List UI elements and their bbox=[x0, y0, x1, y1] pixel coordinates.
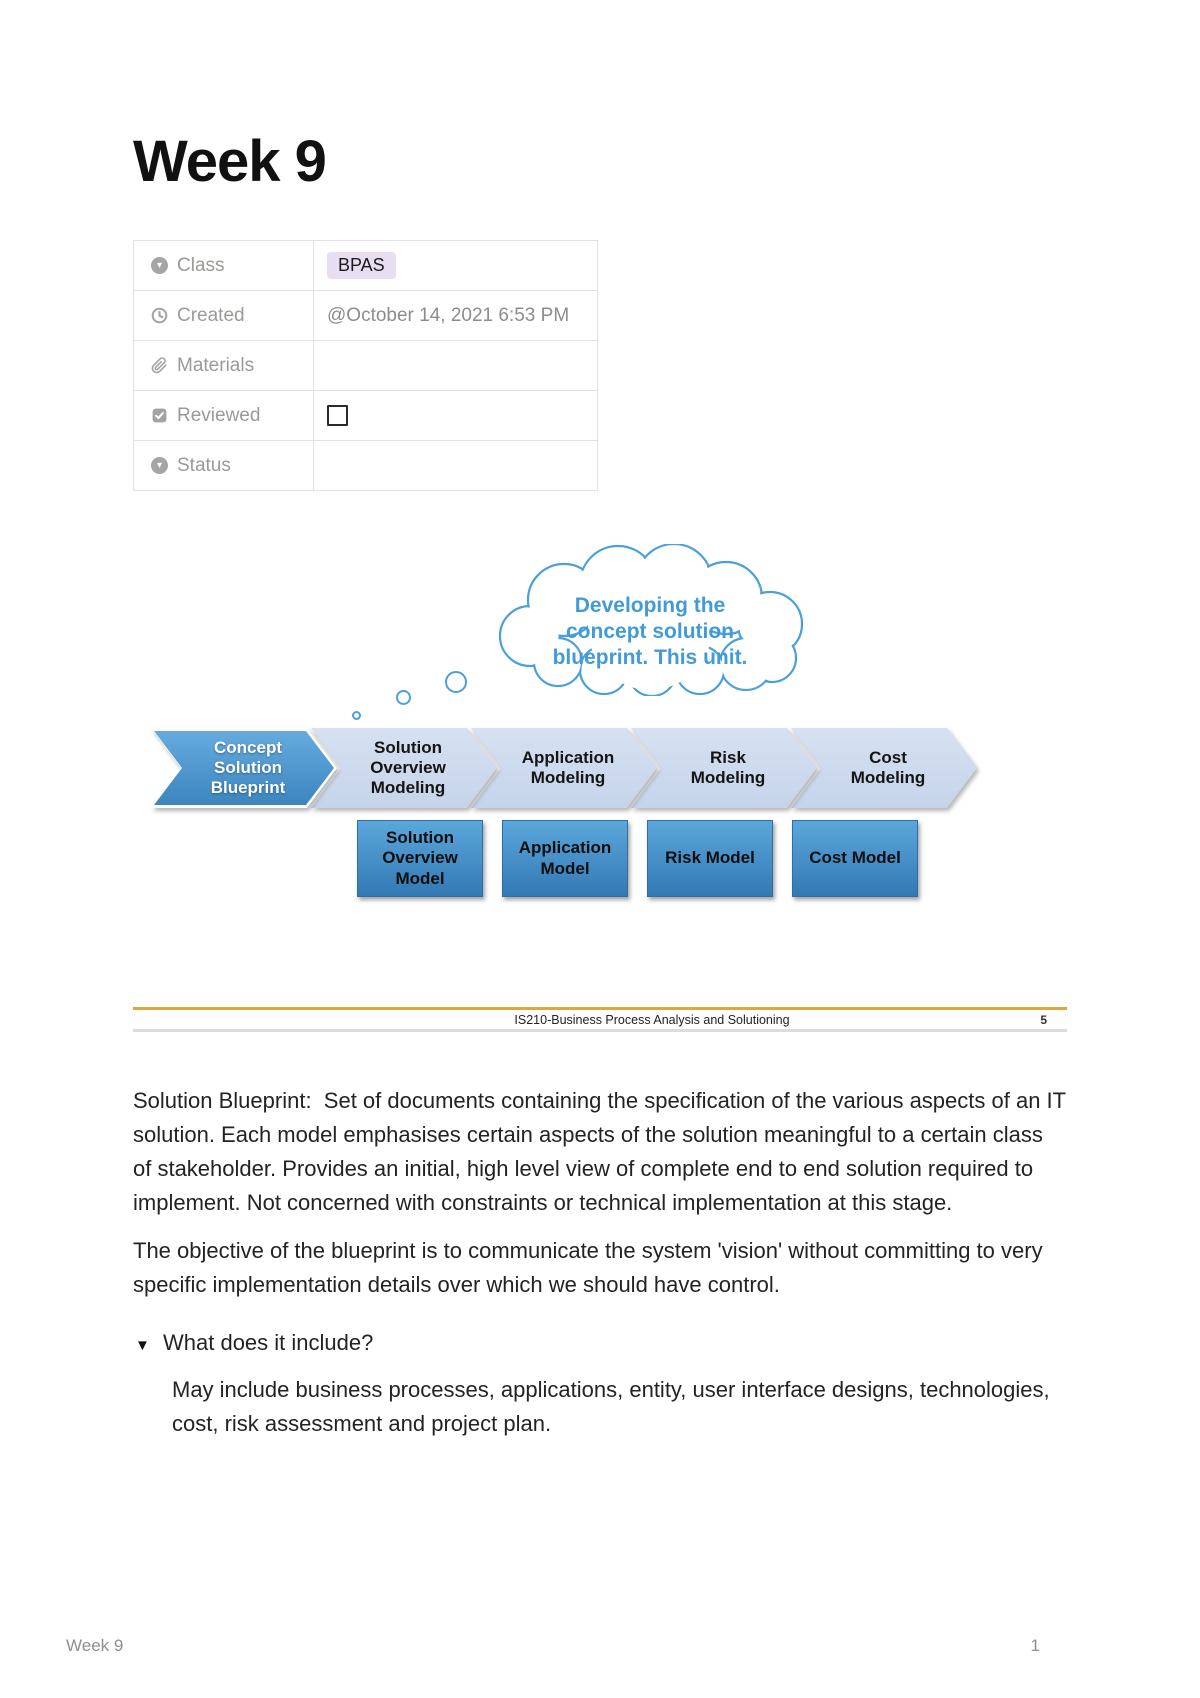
footer-page-number: 1 bbox=[1030, 1636, 1040, 1655]
property-label-created[interactable]: Created bbox=[134, 291, 314, 340]
chevron-label: Solution Overview Modeling bbox=[311, 728, 497, 808]
slide-page-number: 5 bbox=[1040, 1013, 1047, 1027]
slide-image[interactable]: Developing the concept solution blueprin… bbox=[133, 520, 1067, 1032]
chevron-label: Concept Solution Blueprint bbox=[154, 731, 334, 805]
property-label-text: Materials bbox=[177, 354, 255, 376]
property-value-status[interactable] bbox=[314, 441, 597, 490]
thought-trail-circle bbox=[352, 711, 361, 720]
cloud-text-line2: concept solution bbox=[566, 620, 734, 643]
property-value-reviewed bbox=[314, 391, 597, 440]
paragraph-solution-blueprint: Solution Blueprint: Set of documents con… bbox=[133, 1088, 1072, 1215]
property-label-reviewed[interactable]: Reviewed bbox=[134, 391, 314, 440]
chevron-label: Risk Modeling bbox=[631, 728, 817, 808]
reviewed-checkbox[interactable] bbox=[327, 405, 348, 426]
page-body: Solution Blueprint: Set of documents con… bbox=[133, 1084, 1067, 1441]
class-tag[interactable]: BPAS bbox=[327, 252, 396, 279]
property-label-materials[interactable]: Materials bbox=[134, 341, 314, 390]
slide-footer-divider bbox=[133, 1007, 1067, 1010]
toggle-open-icon[interactable]: ▼ bbox=[135, 1337, 150, 1354]
page-footer: Week 9 1 bbox=[66, 1636, 1040, 1656]
paragraph-objective: The objective of the blueprint is to com… bbox=[133, 1238, 1049, 1297]
thought-trail-circle bbox=[445, 671, 467, 693]
chevron-cost-modeling: Cost Modeling bbox=[791, 728, 977, 808]
chevron-risk-modeling: Risk Modeling bbox=[631, 728, 817, 808]
clock-icon bbox=[151, 307, 168, 324]
thought-trail-circle bbox=[396, 690, 411, 705]
model-box-row: Solution Overview Model Application Mode… bbox=[357, 820, 918, 897]
slide-footer-text: IS210-Business Process Analysis and Solu… bbox=[514, 1013, 790, 1027]
select-icon: ▾ bbox=[151, 257, 168, 274]
box-solution-overview-model: Solution Overview Model bbox=[357, 820, 483, 897]
property-label-class[interactable]: ▾ Class bbox=[134, 241, 314, 290]
property-label-text: Class bbox=[177, 254, 225, 276]
process-chevron-row: Concept Solution Blueprint Solution Over… bbox=[151, 728, 951, 808]
property-value-materials[interactable] bbox=[314, 341, 597, 390]
box-cost-model: Cost Model bbox=[792, 820, 918, 897]
property-row-created: Created @October 14, 2021 6:53 PM bbox=[134, 291, 597, 341]
properties-table: ▾ Class BPAS Created @October 14, 2021 6… bbox=[133, 240, 598, 491]
box-risk-model: Risk Model bbox=[647, 820, 773, 897]
property-label-text: Reviewed bbox=[177, 404, 261, 426]
cloud-text-line1: Developing the bbox=[575, 594, 726, 617]
chevron-label: Cost Modeling bbox=[791, 728, 977, 808]
property-label-text: Created bbox=[177, 304, 245, 326]
checkbox-icon bbox=[151, 407, 168, 424]
thought-cloud: Developing the concept solution blueprin… bbox=[498, 544, 804, 696]
paperclip-icon bbox=[151, 357, 168, 374]
chevron-label: Application Modeling bbox=[471, 728, 657, 808]
chevron-application-modeling: Application Modeling bbox=[471, 728, 657, 808]
property-row-reviewed: Reviewed bbox=[134, 391, 597, 441]
select-icon: ▾ bbox=[151, 457, 168, 474]
property-row-status: ▾ Status bbox=[134, 441, 597, 491]
toggle-label[interactable]: What does it include? bbox=[163, 1330, 374, 1355]
toggle-content: May include business processes, applicat… bbox=[172, 1377, 1056, 1436]
toggle-block: ▼ What does it include? bbox=[133, 1326, 1067, 1363]
cloud-text-line3: blueprint. This unit. bbox=[553, 646, 748, 669]
property-row-materials: Materials bbox=[134, 341, 597, 391]
property-value-created[interactable]: @October 14, 2021 6:53 PM bbox=[314, 291, 597, 340]
chevron-concept-solution-blueprint: Concept Solution Blueprint bbox=[151, 728, 337, 808]
property-value-class[interactable]: BPAS bbox=[314, 241, 597, 290]
chevron-solution-overview-modeling: Solution Overview Modeling bbox=[311, 728, 497, 808]
box-application-model: Application Model bbox=[502, 820, 628, 897]
page-title: Week 9 bbox=[133, 129, 327, 194]
property-label-status[interactable]: ▾ Status bbox=[134, 441, 314, 490]
property-row-class: ▾ Class BPAS bbox=[134, 241, 597, 291]
footer-page-name: Week 9 bbox=[66, 1636, 124, 1655]
property-label-text: Status bbox=[177, 454, 231, 476]
created-date[interactable]: @October 14, 2021 6:53 PM bbox=[327, 304, 570, 326]
